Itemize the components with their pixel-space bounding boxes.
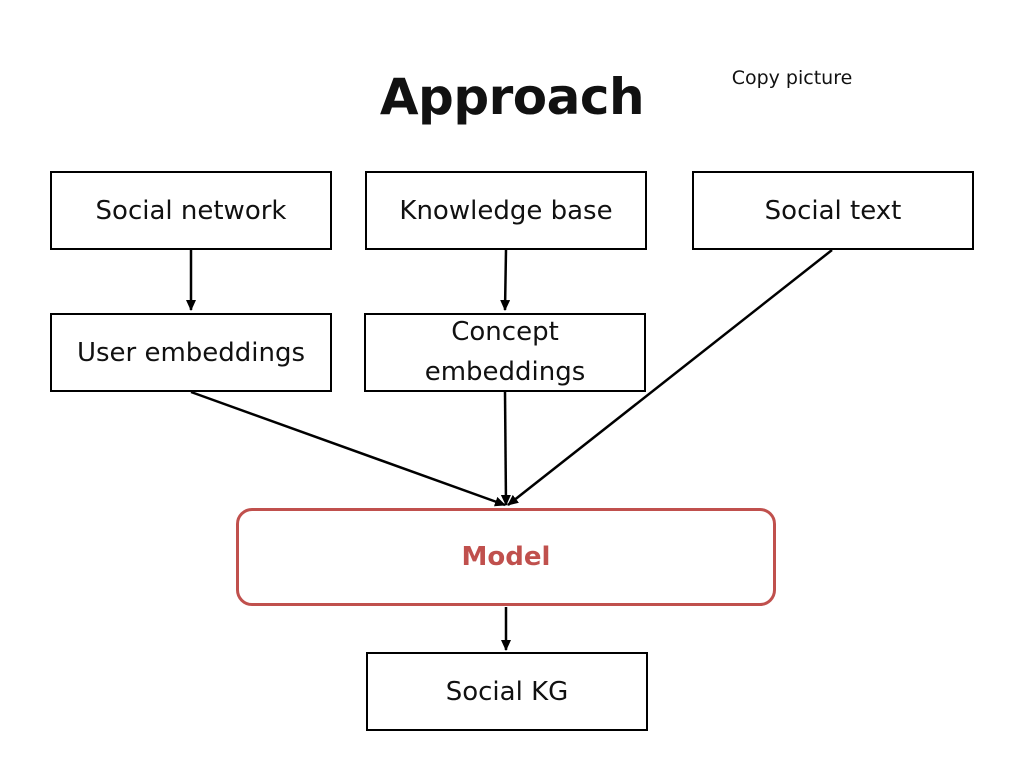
node-social-network: Social network	[50, 171, 332, 250]
node-label: User embeddings	[76, 337, 306, 368]
node-model: Model	[236, 508, 776, 606]
node-social-text: Social text	[692, 171, 974, 250]
node-label: Social network	[95, 195, 287, 226]
slide-title: Approach	[379, 68, 645, 126]
node-label: Concept embeddings	[424, 316, 586, 387]
node-label: Model	[461, 542, 551, 572]
arrow-knowledge-base-to-concept-embeddings	[500, 249, 511, 311]
node-concept-embeddings: Concept embeddings	[364, 313, 646, 392]
arrow-social-text-to-model	[507, 249, 833, 506]
arrow-user-embeddings-to-model	[190, 390, 506, 507]
node-knowledge-base: Knowledge base	[365, 171, 647, 250]
copy-picture-note: Copy picture	[731, 67, 853, 89]
node-label: Knowledge base	[399, 195, 613, 226]
node-user-embeddings: User embeddings	[50, 313, 332, 392]
node-social-kg: Social KG	[366, 652, 648, 731]
arrow-concept-embeddings-to-model	[500, 391, 511, 506]
node-label: Social text	[764, 195, 902, 226]
node-label: Social KG	[445, 676, 569, 707]
